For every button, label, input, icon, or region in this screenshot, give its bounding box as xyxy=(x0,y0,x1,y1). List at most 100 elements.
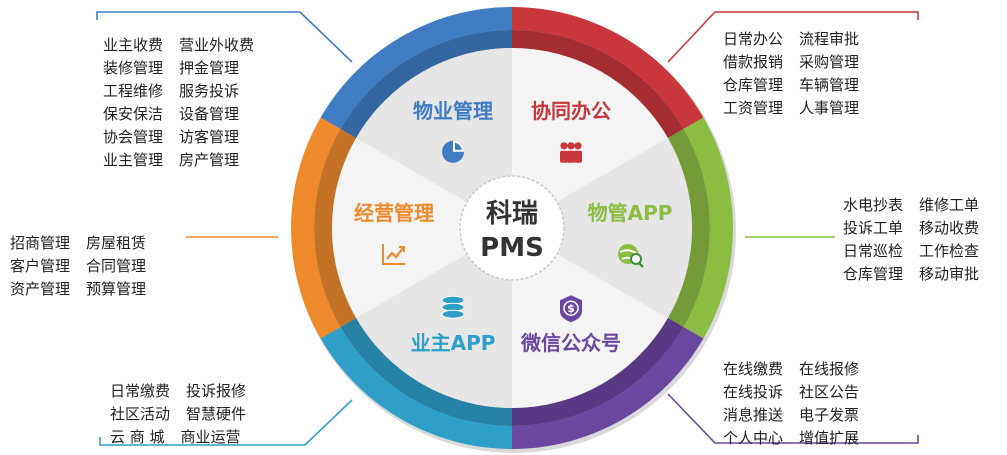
segment-label-business: 经营管理 xyxy=(354,201,434,225)
list-row: 协会管理访客管理 xyxy=(103,126,254,149)
center-title: 科瑞 xyxy=(486,199,538,229)
list-item: 商业运营 xyxy=(180,428,241,446)
segment-band-wechat xyxy=(512,318,684,426)
list-item: 投诉报修 xyxy=(186,382,247,400)
list-item: 水电抄表 xyxy=(843,196,904,214)
list-item: 维修工单 xyxy=(919,196,980,214)
list-item: 资产管理 xyxy=(10,280,71,298)
list-item: 合同管理 xyxy=(86,257,147,275)
list-item: 电子发票 xyxy=(799,406,860,424)
list-item: 招商管理 xyxy=(10,234,71,252)
list-row: 投诉工单移动收费 xyxy=(843,217,979,240)
list-row: 水电抄表维修工单 xyxy=(843,194,979,217)
list-item: 借款报销 xyxy=(723,53,784,71)
list-row: 在线投诉社区公告 xyxy=(723,381,859,404)
list-item: 业主收费 xyxy=(103,36,164,54)
segment-label-property: 物业管理 xyxy=(413,99,493,123)
list-row: 保安保洁设备管理 xyxy=(103,103,254,126)
list-item: 装修管理 xyxy=(103,59,164,77)
segment-slice-wechat xyxy=(512,228,668,408)
globe-search-icon xyxy=(618,244,644,268)
list-item: 服务投诉 xyxy=(179,82,240,100)
segment-outer-property xyxy=(320,7,512,129)
list-mobile: 水电抄表维修工单投诉工单移动收费日常巡检工作检查仓库管理移动审批 xyxy=(843,194,979,286)
people-icon xyxy=(560,142,582,163)
segment-slice-owner xyxy=(356,228,512,408)
segment-label-mobile: 物管APP xyxy=(588,201,673,225)
list-item: 智慧硬件 xyxy=(186,405,247,423)
list-row: 业主收费营业外收费 xyxy=(103,34,254,57)
list-item: 社区公告 xyxy=(799,383,860,401)
connector-office xyxy=(667,11,919,63)
connector-lines xyxy=(96,11,919,446)
list-item: 投诉工单 xyxy=(843,219,904,237)
list-item: 预算管理 xyxy=(86,280,147,298)
list-item: 业主管理 xyxy=(103,151,164,169)
list-row: 社区活动智慧硬件 xyxy=(110,403,246,426)
list-item: 访客管理 xyxy=(179,128,240,146)
list-item: 协会管理 xyxy=(103,128,164,146)
list-business: 招商管理房屋租赁客户管理合同管理资产管理预算管理 xyxy=(10,232,146,301)
list-row: 云 商 城商业运营 xyxy=(110,426,246,449)
database-icon xyxy=(441,295,465,319)
list-item: 在线报修 xyxy=(799,360,860,378)
list-item: 云 商 城 xyxy=(110,428,165,446)
list-office: 日常办公流程审批借款报销采购管理仓库管理车辆管理工资管理人事管理 xyxy=(723,28,859,120)
segment-label-office: 协同办公 xyxy=(531,99,611,123)
segment-outer-business xyxy=(291,117,341,339)
list-item: 营业外收费 xyxy=(179,36,255,54)
list-item: 在线缴费 xyxy=(723,360,784,378)
list-row: 工程维修服务投诉 xyxy=(103,80,254,103)
list-item: 保安保洁 xyxy=(103,105,164,123)
list-item: 工资管理 xyxy=(723,99,784,117)
list-item: 日常巡检 xyxy=(843,242,904,260)
center-subtitle: PMS xyxy=(480,233,544,263)
list-item: 客户管理 xyxy=(10,257,71,275)
wheel: 科瑞PMS物业管理协同办公物管APP微信公众号$业主APP经营管理 xyxy=(291,7,736,453)
segment-outer-mobile xyxy=(683,117,733,339)
connector-owner xyxy=(99,399,353,446)
list-row: 业主管理房产管理 xyxy=(103,149,254,172)
list-item: 在线投诉 xyxy=(723,383,784,401)
list-row: 招商管理房屋租赁 xyxy=(10,232,146,255)
list-item: 日常缴费 xyxy=(110,382,171,400)
list-item: 工程维修 xyxy=(103,82,164,100)
segment-band-business xyxy=(314,129,357,327)
list-row: 仓库管理移动审批 xyxy=(843,263,979,286)
list-row: 工资管理人事管理 xyxy=(723,97,859,120)
list-row: 客户管理合同管理 xyxy=(10,255,146,278)
list-row: 仓库管理车辆管理 xyxy=(723,74,859,97)
segment-slice-office xyxy=(512,48,668,228)
list-item: 仓库管理 xyxy=(843,265,904,283)
segment-outer-owner xyxy=(320,327,512,449)
segment-band-property xyxy=(340,30,512,138)
list-row: 日常巡检工作检查 xyxy=(843,240,979,263)
list-row: 个人中心增值扩展 xyxy=(723,427,859,450)
list-item: 社区活动 xyxy=(110,405,171,423)
list-item: 日常办公 xyxy=(723,30,784,48)
list-row: 日常办公流程审批 xyxy=(723,28,859,51)
list-item: 房屋租赁 xyxy=(86,234,147,252)
list-row: 资产管理预算管理 xyxy=(10,278,146,301)
pie-chart-icon xyxy=(442,140,464,163)
trend-chart-icon xyxy=(382,244,405,265)
list-item: 采购管理 xyxy=(799,53,860,71)
list-item: 移动审批 xyxy=(919,265,980,283)
list-item: 人事管理 xyxy=(799,99,860,117)
list-item: 车辆管理 xyxy=(799,76,860,94)
segment-band-owner xyxy=(340,318,512,426)
list-item: 仓库管理 xyxy=(723,76,784,94)
list-property: 业主收费营业外收费装修管理押金管理工程维修服务投诉保安保洁设备管理协会管理访客管… xyxy=(103,34,254,172)
list-row: 借款报销采购管理 xyxy=(723,51,859,74)
segment-label-wechat: 微信公众号 xyxy=(520,331,621,355)
list-item: 工作检查 xyxy=(919,242,980,260)
list-wechat: 在线缴费在线报修在线投诉社区公告消息推送电子发票个人中心增值扩展 xyxy=(723,358,859,450)
list-row: 在线缴费在线报修 xyxy=(723,358,859,381)
segment-band-mobile xyxy=(667,129,710,327)
segment-slice-property xyxy=(356,48,512,228)
segment-band-office xyxy=(512,30,684,138)
list-owner: 日常缴费投诉报修社区活动智慧硬件云 商 城商业运营 xyxy=(110,380,246,449)
list-item: 消息推送 xyxy=(723,406,784,424)
list-item: 流程审批 xyxy=(799,30,860,48)
